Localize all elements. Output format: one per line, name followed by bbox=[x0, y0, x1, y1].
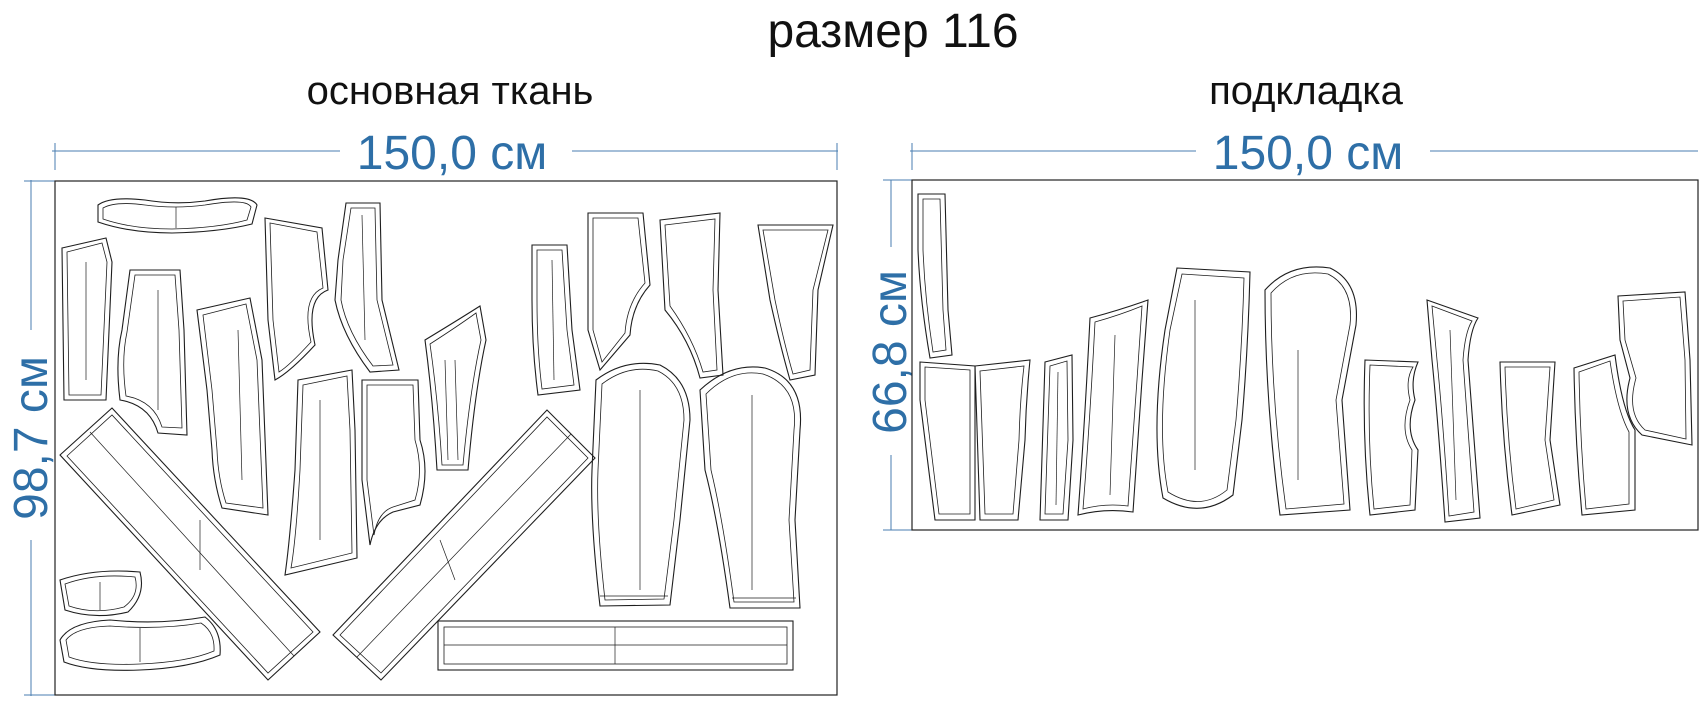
pattern-piece bbox=[1617, 291, 1693, 446]
pattern-piece bbox=[117, 269, 188, 436]
pattern-piece bbox=[1426, 299, 1481, 523]
pattern-piece bbox=[699, 366, 802, 609]
pattern-piece bbox=[1077, 299, 1149, 516]
pattern-piece bbox=[1264, 266, 1358, 516]
pattern-piece bbox=[917, 193, 953, 359]
pattern-piece bbox=[97, 197, 258, 234]
pattern-piece bbox=[531, 244, 581, 396]
pattern-piece bbox=[332, 409, 596, 681]
lining-pattern-pieces bbox=[917, 193, 1693, 523]
page-title: размер 116 bbox=[767, 5, 1018, 58]
pattern-piece bbox=[264, 217, 329, 381]
pattern-piece bbox=[334, 202, 400, 373]
pattern-piece bbox=[61, 237, 113, 401]
pattern-piece bbox=[437, 620, 794, 671]
pattern-piece bbox=[59, 407, 321, 681]
pattern-piece bbox=[59, 616, 221, 671]
main-fabric-layout: основная ткань 150,0 см 98,7 см bbox=[5, 69, 838, 696]
pattern-piece bbox=[591, 362, 691, 607]
pattern-piece bbox=[659, 212, 724, 379]
main-fabric-frame bbox=[54, 180, 838, 696]
pattern-piece bbox=[919, 359, 1031, 521]
lining-layout: подкладка 150,0 см 66,8 см bbox=[864, 69, 1699, 531]
pattern-piece bbox=[1039, 354, 1074, 521]
pattern-piece bbox=[1363, 359, 1419, 516]
pattern-piece bbox=[361, 379, 426, 546]
main-width-label: 150,0 см bbox=[357, 127, 547, 180]
pattern-piece bbox=[1573, 354, 1636, 516]
main-pattern-pieces bbox=[59, 197, 834, 681]
lining-length-label: 66,8 см bbox=[864, 270, 917, 434]
pattern-piece bbox=[59, 570, 143, 617]
pattern-piece bbox=[757, 224, 834, 381]
lining-label: подкладка bbox=[1209, 69, 1404, 113]
pattern-piece bbox=[587, 212, 651, 372]
pattern-piece bbox=[1499, 361, 1561, 516]
main-fabric-label: основная ткань bbox=[307, 69, 594, 113]
main-length-label: 98,7 см bbox=[5, 356, 58, 520]
pattern-piece bbox=[196, 297, 269, 516]
lining-width-label: 150,0 см bbox=[1213, 127, 1403, 180]
lining-fabric-frame bbox=[911, 179, 1699, 531]
pattern-piece bbox=[1156, 267, 1251, 509]
pattern-piece bbox=[284, 369, 358, 576]
pattern-piece bbox=[424, 305, 487, 471]
